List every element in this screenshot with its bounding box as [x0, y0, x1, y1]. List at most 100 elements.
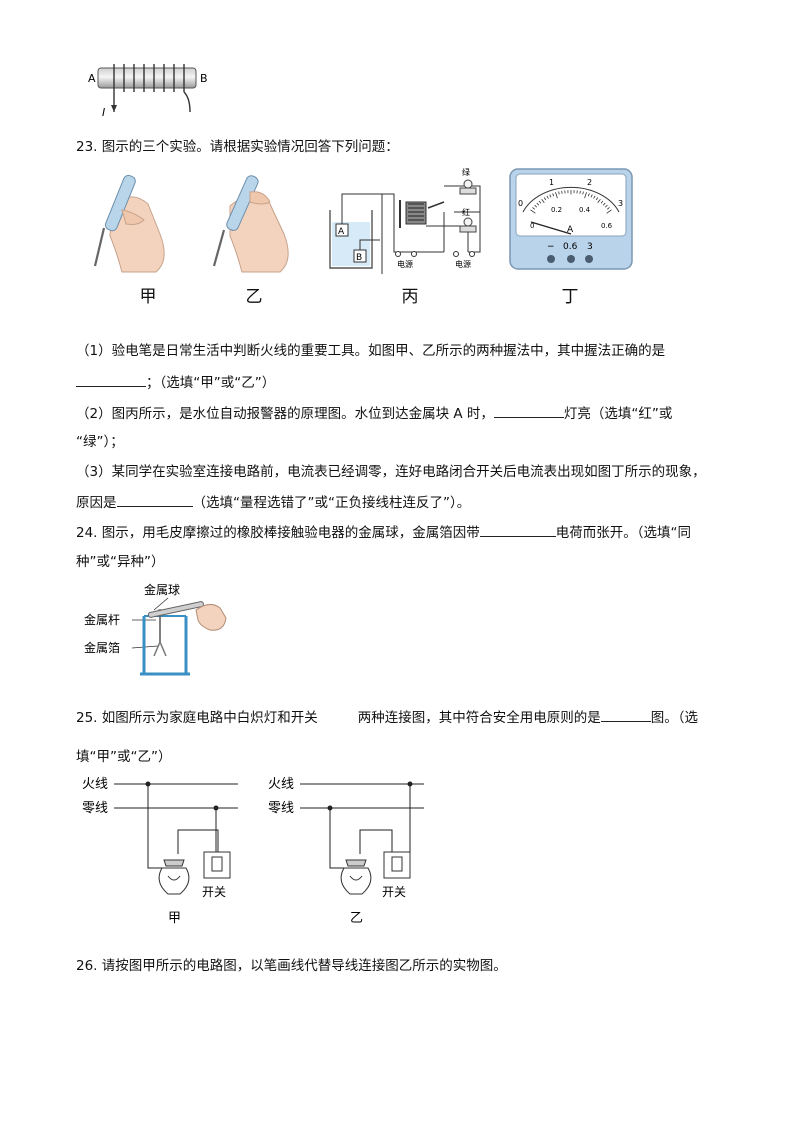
test-pen-figure-b: [212, 175, 289, 273]
q23-part1-hint: ；（选填“甲”或“乙”）: [146, 375, 276, 391]
power-source-1: 电源: [397, 259, 413, 269]
q24-line1: 24. 图示，用毛皮摩擦过的橡胶棒接触验电器的金属球，金属箔因带 电荷而张开。（选…: [76, 522, 691, 543]
scale-top-1: 1: [549, 178, 554, 187]
terminal-negative-label: −: [547, 242, 555, 252]
ammeter-tick: [602, 202, 606, 206]
ammeter-tick: [605, 204, 608, 208]
q23-part1-line1: （1）验电笔是日常生活中判断火线的重要工具。如图甲、乙所示的两种握法中，其中握法…: [76, 343, 666, 359]
q23-part1-blank[interactable]: [76, 372, 146, 387]
red-lamp-label: 红: [462, 207, 470, 217]
electroscope-figure: 金属球 金属杆 金属箔: [84, 582, 227, 676]
q23-part3-blank[interactable]: [116, 492, 193, 507]
q23-part3-text: 原因是: [76, 495, 117, 511]
q23-part2-line1: （2）图丙所示，是水位自动报警器的原理图。水位到达金属块 A 时， 灯亮（选填“红…: [76, 403, 672, 424]
ammeter-tick: [587, 193, 590, 197]
live-wire-label-yi: 火线: [268, 777, 294, 792]
terminal-06-label: 0.6: [563, 242, 578, 252]
ammeter-tick: [534, 204, 537, 208]
home-circuit-yi: 火线 零线 开关 乙: [268, 777, 424, 926]
ammeter-tick: [541, 198, 545, 204]
ammeter-tick: [600, 200, 604, 204]
scale-top-0: 0: [518, 199, 523, 208]
ammeter-tick: [595, 197, 599, 201]
label-metal-rod: 金属杆: [84, 612, 120, 627]
home-circuit-jia: 火线 零线 开关 甲: [82, 777, 238, 926]
ammeter-tick: [555, 192, 558, 199]
ammeter-tick: [606, 207, 610, 210]
ammeter-tick: [597, 198, 601, 204]
q25-text-a: 25. 如图所示为家庭电路中白炽灯和开关: [76, 710, 318, 726]
neutral-wire-label-jia: 零线: [82, 801, 108, 816]
caption-circuit-jia: 甲: [168, 911, 181, 926]
caption-ding: 丁: [561, 287, 579, 307]
scale-top-3: 3: [618, 199, 623, 208]
label-metal-ball: 金属球: [144, 582, 180, 597]
metal-block-a: A: [338, 227, 345, 237]
ammeter-tick: [590, 194, 593, 198]
ammeter-tick: [530, 209, 536, 214]
q23-part2-hint: 灯亮（选填“红”或: [563, 406, 673, 422]
ammeter-tick: [582, 191, 584, 195]
scale-bottom-0: 0: [530, 222, 534, 230]
ammeter-tick: [579, 190, 581, 194]
switch-label-yi: 开关: [382, 885, 406, 899]
solenoid-label-a: A: [88, 72, 96, 85]
q23-part2-blank[interactable]: [493, 403, 564, 418]
q24-hint: 电荷而张开。（选填“同: [555, 525, 692, 541]
solenoid-figure: A B I: [88, 64, 208, 119]
q23-part1-line2: ；（选填“甲”或“乙”）: [76, 372, 275, 393]
q25-line1: 25. 如图所示为家庭电路中白炽灯和开关 两种连接图，其中符合安全用电原则的是 图。…: [76, 707, 698, 728]
scale-top-2: 2: [587, 178, 592, 187]
terminal-3-label: 3: [587, 242, 593, 252]
water-alarm-figure: A B 电源 电源 绿 红: [329, 168, 481, 274]
q23-part3-line1: （3）某同学在实验室连接电路前，电流表已经调零，连好电路闭合开关后电流表出现如图…: [76, 464, 706, 480]
ammeter-tick: [561, 190, 563, 194]
terminal-06: [567, 255, 575, 263]
ammeter-tick: [593, 195, 596, 199]
live-wire-label-jia: 火线: [82, 777, 108, 792]
q23-part3-hint: （选填“量程选错了”或“正负接线柱连反了”）。: [192, 495, 471, 511]
q25-text-b: 两种连接图，其中符合安全用电原则的是: [357, 710, 601, 726]
q23-title: 23. 图示的三个实验。请根据实验情况回答下列问题：: [76, 139, 399, 155]
ammeter-tick: [606, 209, 612, 214]
caption-jia: 甲: [139, 287, 157, 307]
caption-bing: 丙: [401, 287, 419, 307]
switch-label-jia: 开关: [202, 885, 226, 899]
q23-part2-text: （2）图丙所示，是水位自动报警器的原理图。水位到达金属块 A 时，: [76, 406, 494, 422]
ammeter-tick: [538, 200, 542, 204]
q25-line2: 填“甲”或“乙”）: [76, 749, 172, 765]
scale-bottom-1: 0.2: [551, 206, 562, 214]
caption-yi: 乙: [245, 287, 263, 307]
q24-line2: 种”或“异种”）: [76, 554, 165, 570]
label-metal-foil: 金属箔: [84, 640, 120, 655]
ammeter-tick: [546, 195, 549, 199]
q25-blank[interactable]: [600, 707, 651, 722]
ammeter-unit: A: [567, 225, 574, 235]
caption-circuit-yi: 乙: [350, 911, 363, 926]
green-lamp-label: 绿: [462, 168, 470, 177]
q23-part3-line2: 原因是 （选填“量程选错了”或“正负接线柱连反了”）。: [76, 492, 470, 513]
q25-text-c: 图。（选: [650, 710, 699, 726]
ammeter-tick: [543, 197, 547, 201]
neutral-wire-label-yi: 零线: [268, 801, 294, 816]
ammeter-tick: [532, 207, 536, 210]
ammeter-tick: [536, 202, 540, 206]
q24-blank[interactable]: [479, 522, 556, 537]
terminal-3: [585, 255, 593, 263]
current-label-i: I: [102, 106, 105, 119]
q23-part2-line2: “绿”）；: [76, 434, 124, 450]
scale-bottom-3: 0.6: [601, 222, 613, 230]
power-source-2: 电源: [455, 259, 471, 269]
metal-block-b: B: [356, 253, 362, 263]
q24-text: 24. 图示，用毛皮摩擦过的橡胶棒接触验电器的金属球，金属箔因带: [76, 525, 480, 541]
ammeter-tick: [584, 192, 587, 199]
terminal-negative: [547, 255, 555, 263]
ammeter-tick: [558, 191, 560, 195]
scale-bottom-2: 0.4: [579, 206, 591, 214]
solenoid-label-b: B: [200, 72, 208, 85]
ammeter-tick: [549, 194, 552, 198]
ammeter-figure: 0 1 2 3 0 0.2 0.4 0.6 A − 0.6 3: [509, 168, 633, 270]
q26-text: 26. 请按图甲所示的电路图，以笔画线代替导线连接图乙所示的实物图。: [76, 958, 507, 974]
test-pen-figure-a: [93, 174, 165, 273]
ammeter-tick: [552, 193, 555, 197]
